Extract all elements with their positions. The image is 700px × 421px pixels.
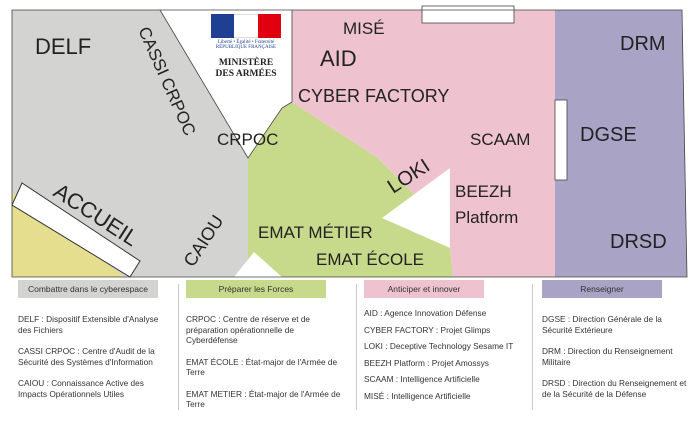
legend-separator [532,284,533,410]
label-drm: DRM [620,33,666,55]
legend-anticiper-entries: AID : Agence Innovation Défense CYBER FA… [364,308,524,407]
label-emat-metier: EMAT MÉTIER [258,223,373,242]
legend-preparer: Préparer les Forces CRPOC : Centre de ré… [174,280,352,412]
accueil-desk [11,182,141,278]
legend-combattre: Combattre dans le cyberespace DELF : Dis… [6,280,174,412]
legend-entry-caiou: CAIOU : Connaissance Active des Impacts … [18,378,144,399]
label-emat-ecole: EMAT ÉCOLE [316,250,424,269]
marianne-flag [211,14,281,38]
legend-entry-dgse: DGSE : Direction Générale de la Sécurité… [542,314,662,335]
legend-separator [178,284,179,410]
ministry-line-1: MINISTÈRE [218,58,274,68]
legend-preparer-entries: CRPOC : Centre de réserve et de préparat… [186,314,346,421]
loki-opening [382,168,450,248]
legend-renseigner-title: Renseigner [542,280,662,298]
republic-name: RÉPUBLIQUE FRANÇAISE [215,45,277,50]
legend-combattre-title: Combattre dans le cyberespace [18,280,158,298]
label-delf: DELF [35,34,91,59]
legend-entry-cassi-crpoc: CASSI CRPOC : Centre d'Audit de la Sécur… [18,346,155,367]
zone-renseigner [555,10,687,277]
legend-renseigner-entries: DGSE : Direction Générale de la Sécurité… [542,314,692,410]
label-cyber-factory: CYBER FACTORY [298,86,449,106]
legend-separator [356,284,357,410]
legend-entry-beezh: BEEZH Platform : Projet Amossys [364,357,489,368]
label-beezh-platform: Platform [455,208,518,227]
outer-wall [11,9,688,278]
caiou-opening [234,252,282,277]
ministry-name: MINISTÈRE DES ARMÉES [206,58,286,80]
legend-anticiper-title: Anticiper et innover [364,280,484,298]
floor-plan-map: DELF CASSI CRPOC CRPOC ACCUEIL CAIOU EMA… [11,5,688,278]
label-crpoc: CRPOC [217,130,278,149]
legend-entry-emat-ecole: EMAT ÉCOLE : État-major de l'Armée de Te… [186,356,338,378]
legend-renseigner: Renseigner DGSE : Direction Générale de … [530,280,698,412]
legend-entry-aid: AID : Agence Innovation Défense [364,308,487,318]
label-beezh: BEEZH [455,182,512,201]
zone-anticiper [292,10,555,277]
zone-preparer [248,102,453,277]
label-drsd: DRSD [610,231,667,253]
legend-combattre-entries: DELF : Dispositif Extensible d'Analyse d… [18,314,168,410]
label-dgse: DGSE [580,124,637,146]
label-scaam: SCAAM [470,130,530,149]
top-window [421,5,515,24]
legend-entry-delf: DELF : Dispositif Extensible d'Analyse d… [18,314,159,335]
legend-entry-crpoc: CRPOC : Centre de réserve et de préparat… [186,314,311,345]
label-mise: MISÉ [343,19,385,38]
ministry-line-2: DES ARMÉES [215,69,277,79]
legend-preparer-title: Préparer les Forces [186,280,326,298]
legend-entry-cyber-factory: CYBER FACTORY : Projet Glimps [364,324,491,335]
side-window [554,99,568,181]
label-aid: AID [320,46,357,71]
legend-entry-drm: DRM : Direction du Renseignement Militai… [542,346,673,367]
legend-entry-drsd: DRSD : Direction du Renseignement et de … [542,378,687,399]
legend-anticiper: Anticiper et innover AID : Agence Innova… [352,280,530,412]
zone-combattre [12,10,248,277]
legend-entry-emat-metier: EMAT METIER : État-major de l'Armée de T… [186,388,341,410]
legend-entry-loki: LOKI : Deceptive Technology Sesame IT [364,341,514,351]
ministry-logo: Liberté • Égalité • Fraternité RÉPUBLIQU… [206,14,286,106]
republic-motto: Liberté • Égalité • Fraternité [217,40,275,45]
logo-notch [159,9,293,159]
legend-entry-mise: MISÉ : Intelligence Artificielle [364,390,471,401]
legend-entry-scaam: SCAAM : Intelligence Artificielle [364,374,480,384]
